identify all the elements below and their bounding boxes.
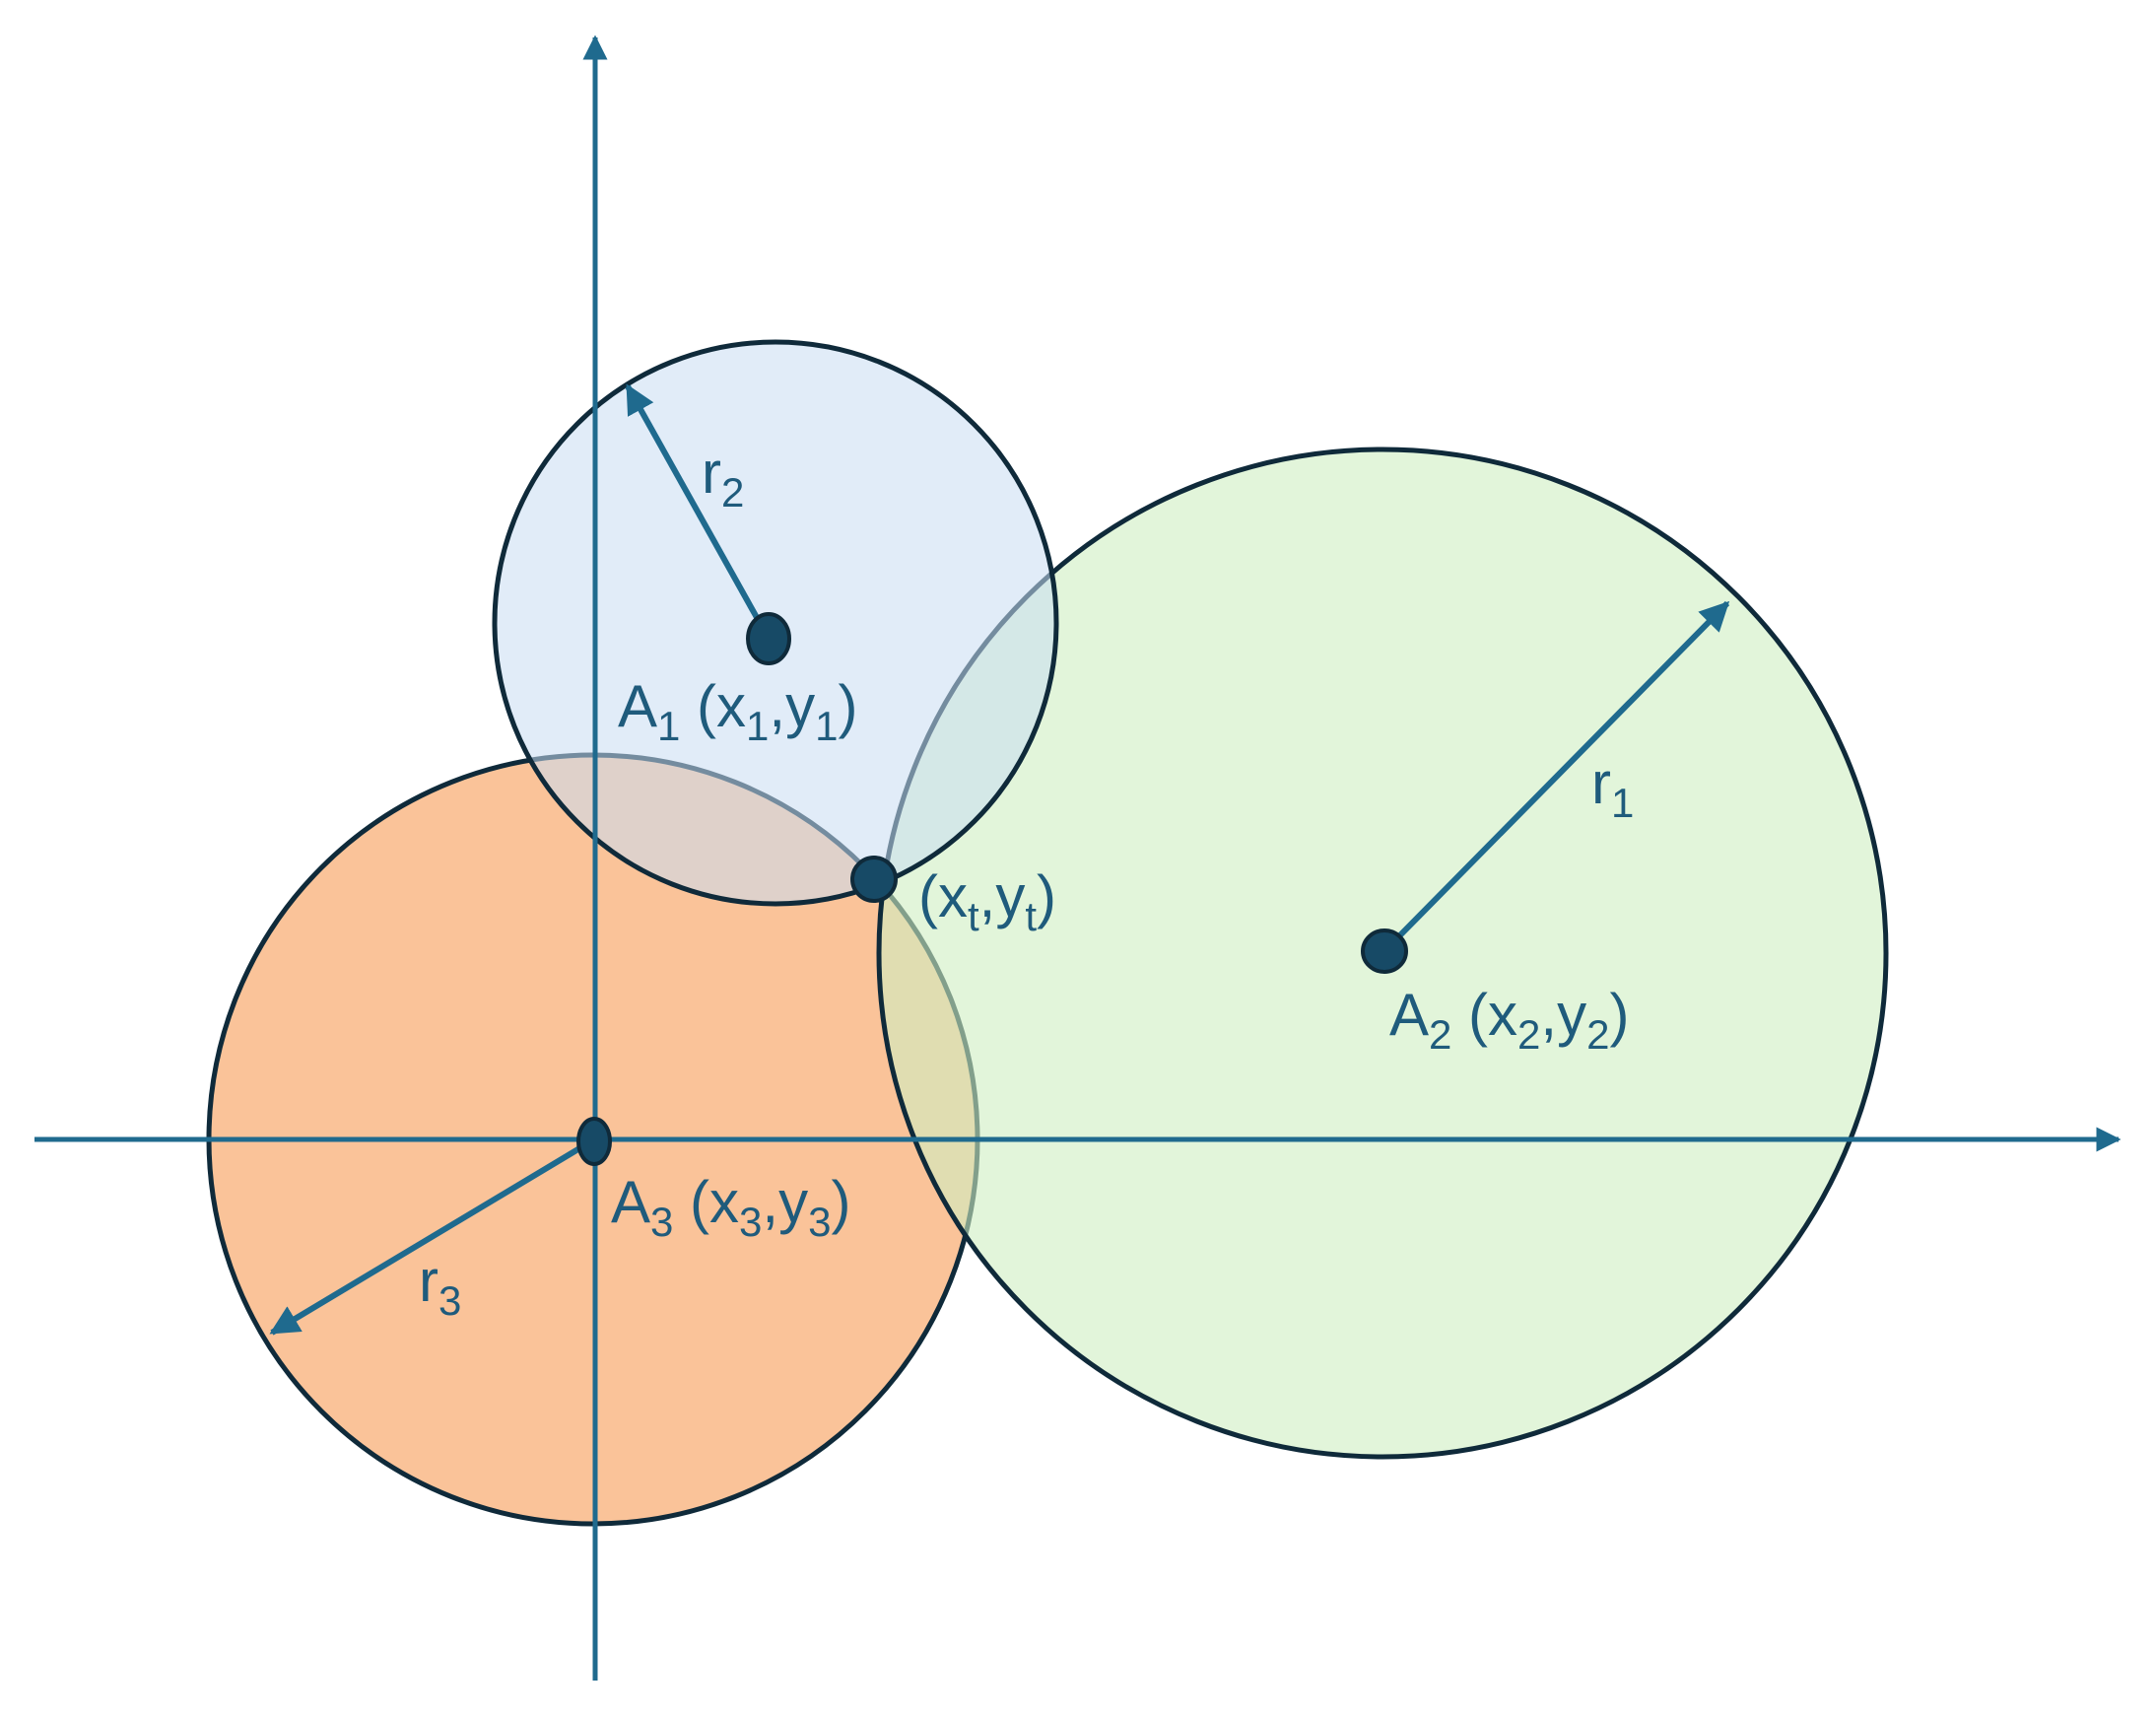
point-a1 — [746, 612, 791, 665]
point-a2 — [1361, 928, 1408, 974]
label-target: (xt,yt) — [918, 863, 1056, 939]
label-r1: r1 — [1591, 750, 1634, 826]
label-r2: r2 — [702, 440, 744, 515]
label-a2: A2 (x2,y2) — [1389, 982, 1629, 1058]
radius-r3-arrow — [269, 1138, 593, 1336]
point-target — [850, 856, 898, 903]
radius-r1-arrow — [1381, 600, 1730, 954]
radius-r2-arrow — [625, 383, 772, 641]
label-r3: r3 — [419, 1248, 461, 1324]
label-a1: A1 (x1,y1) — [618, 673, 857, 749]
label-a3: A3 (x3,y3) — [611, 1169, 850, 1245]
point-a3 — [576, 1117, 612, 1166]
